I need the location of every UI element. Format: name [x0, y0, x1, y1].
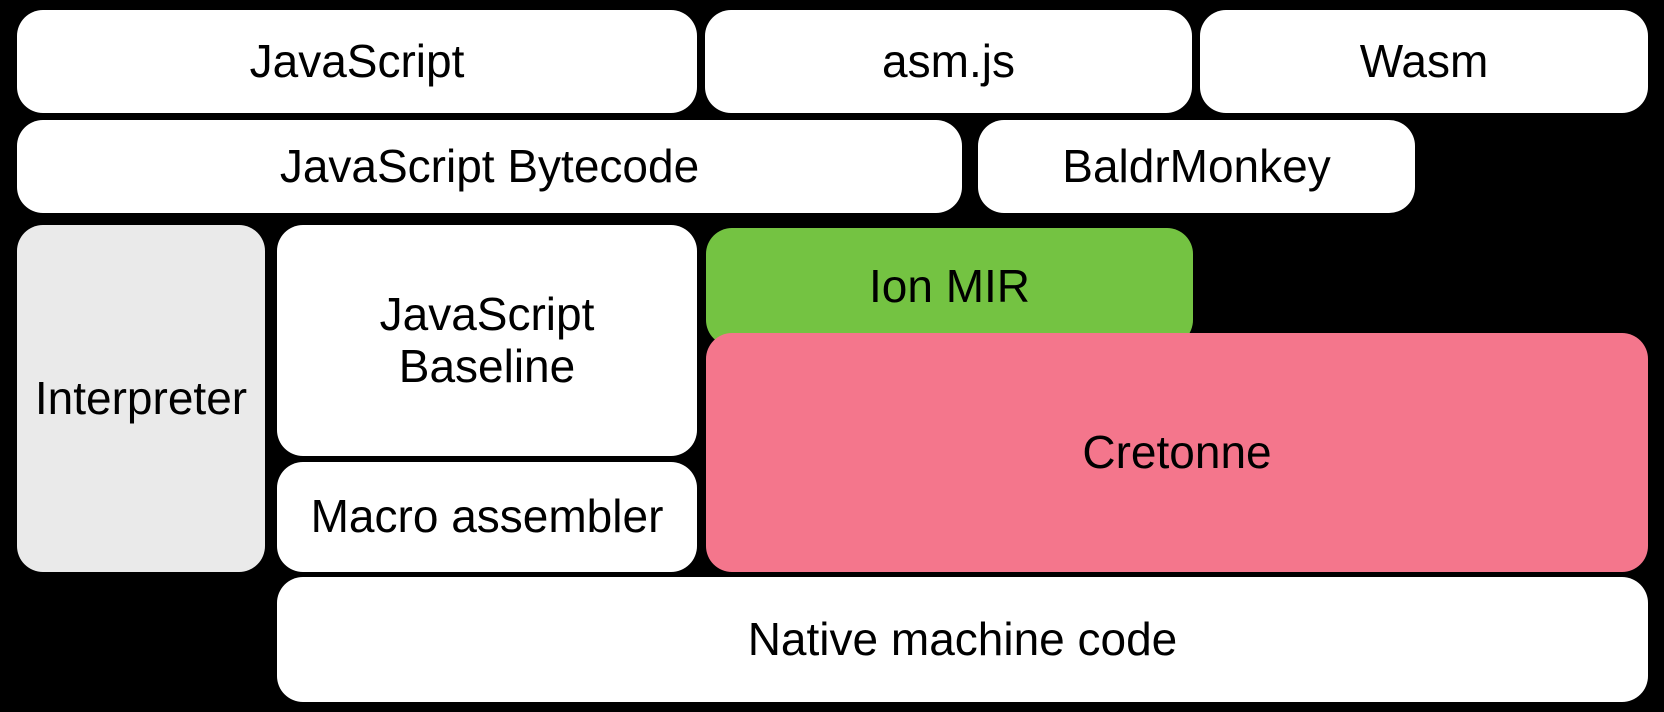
- stage-box-ion-mir: Ion MIR: [706, 228, 1193, 346]
- stage-box-javascript-baseline: JavaScript Baseline: [277, 225, 697, 456]
- stage-label-wasm: Wasm: [1359, 34, 1489, 87]
- stage-box-baldrmonkey: BaldrMonkey: [978, 120, 1415, 213]
- stage-label-javascript-baseline: JavaScript Baseline: [379, 287, 595, 392]
- stage-label-cretonne: Cretonne: [1082, 425, 1272, 478]
- stage-label-javascript: JavaScript: [249, 34, 465, 87]
- stage-box-cretonne: Cretonne: [706, 333, 1648, 572]
- stage-label-macro-assembler: Macro assembler: [310, 490, 664, 543]
- stage-label-baldrmonkey: BaldrMonkey: [1062, 139, 1331, 192]
- stage-box-interpreter: Interpreter: [17, 225, 265, 572]
- stage-label-asm-js: asm.js: [882, 34, 1015, 87]
- stage-label-javascript-bytecode: JavaScript Bytecode: [279, 139, 700, 192]
- stage-label-interpreter: Interpreter: [34, 371, 248, 424]
- stage-box-wasm: Wasm: [1200, 10, 1648, 113]
- stage-box-javascript-bytecode: JavaScript Bytecode: [17, 120, 962, 213]
- stage-box-javascript: JavaScript: [17, 10, 697, 113]
- stage-box-native-machine-code: Native machine code: [277, 577, 1648, 702]
- stage-box-asm-js: asm.js: [705, 10, 1192, 113]
- stage-label-native-machine-code: Native machine code: [747, 612, 1178, 665]
- stage-box-macro-assembler: Macro assembler: [277, 462, 697, 572]
- stage-label-ion-mir: Ion MIR: [868, 260, 1031, 313]
